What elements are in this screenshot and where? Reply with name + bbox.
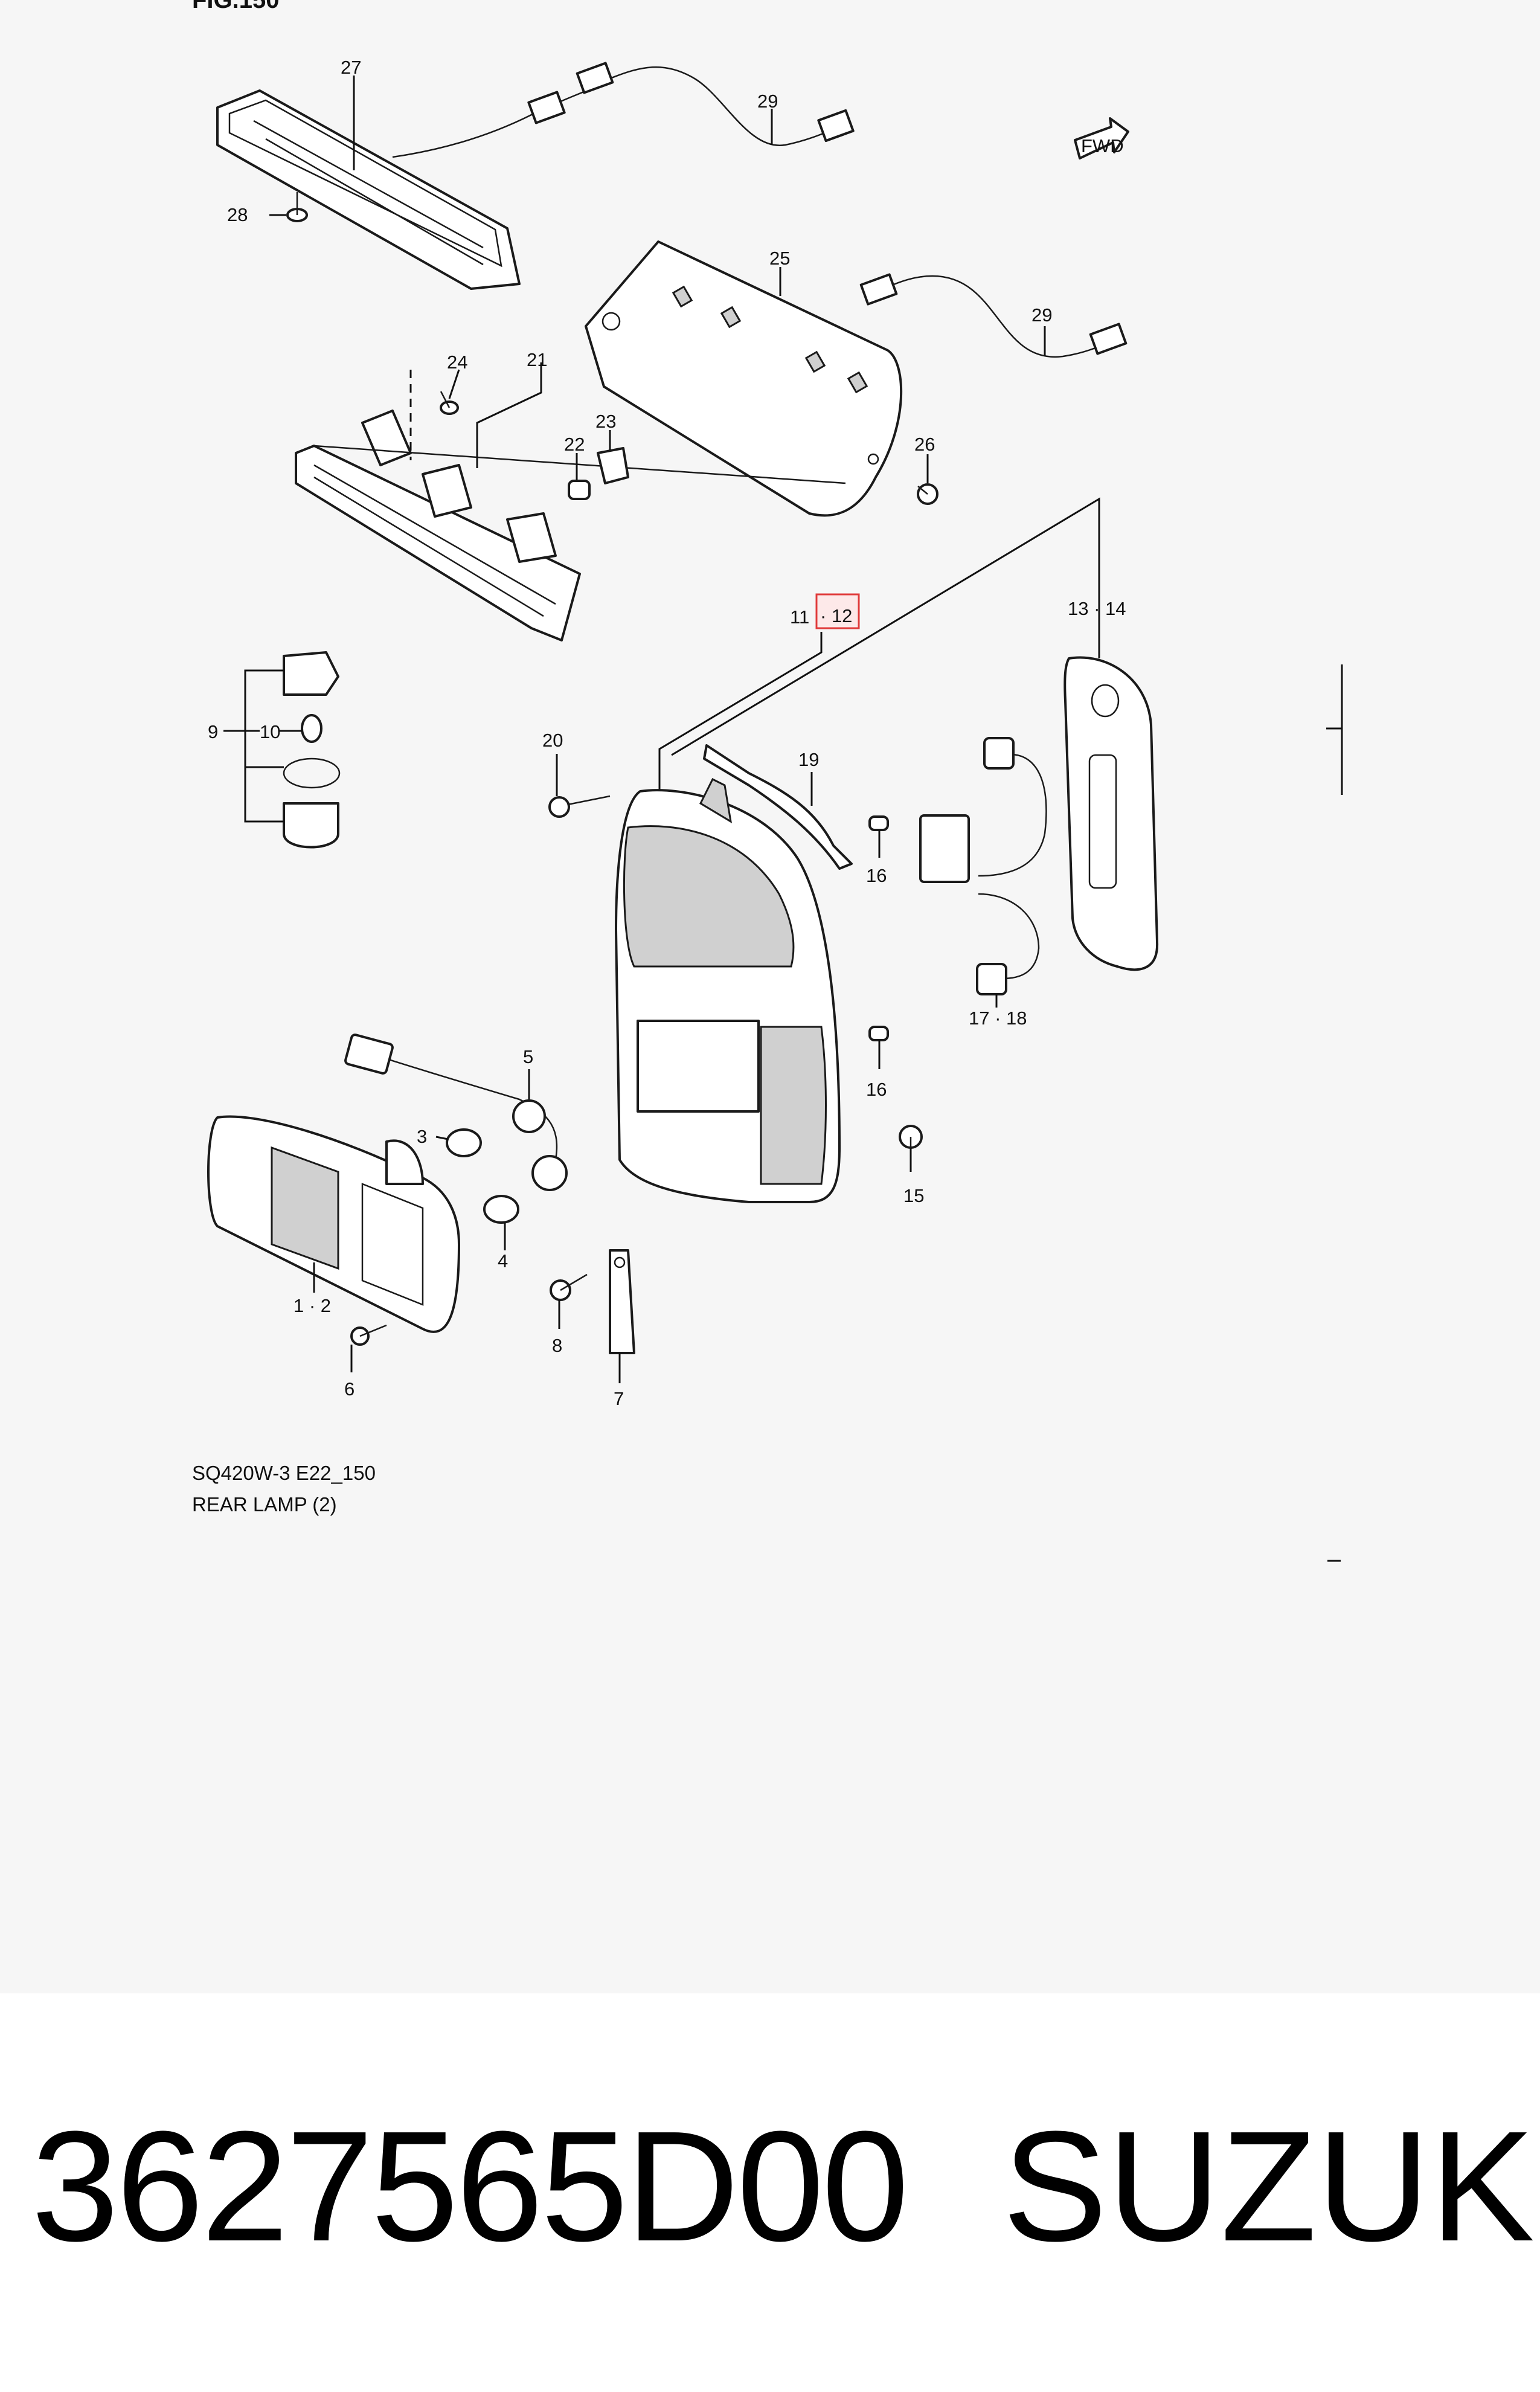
callout-10: 10 [260, 721, 280, 742]
part-9-socket-group [283, 651, 341, 849]
part-5-socket-harness [344, 1034, 568, 1191]
figure-label: FIG.150 [192, 0, 280, 13]
fwd-arrow-badge: FWD [1074, 117, 1129, 159]
callout-21: 21 [527, 349, 547, 370]
callout-1-2: 1 · 2 [294, 1295, 331, 1316]
part-6-screw [350, 1324, 387, 1346]
part-16-bulb-lower [868, 1026, 889, 1041]
callout-6: 6 [344, 1378, 355, 1400]
part-13-14-gasket [1064, 656, 1159, 971]
callout-23: 23 [595, 411, 616, 432]
callout-24: 24 [447, 352, 467, 373]
callout-27: 27 [341, 57, 361, 78]
part-24-screw [440, 391, 459, 415]
callout-8: 8 [552, 1335, 562, 1356]
part-23-clip [597, 447, 629, 484]
highlight-box-12 [815, 593, 860, 629]
part-20-screw [548, 795, 611, 818]
callout-9: 9 [208, 721, 218, 742]
part-28-screw [286, 192, 308, 222]
callout-29-lower: 29 [1031, 304, 1052, 326]
callout-15: 15 [903, 1185, 924, 1206]
leader-21 [476, 362, 542, 468]
callout-28: 28 [227, 204, 248, 225]
callout-5: 5 [523, 1046, 533, 1067]
exploded-diagram: FWD [207, 57, 1343, 1562]
callout-7: 7 [614, 1388, 624, 1409]
leader-11-12 [658, 632, 823, 797]
callout-17-18: 17 · 18 [969, 1008, 1027, 1029]
part-1-2-bumper-lamp [207, 1115, 460, 1333]
callout-16-upper: 16 [866, 865, 887, 886]
part-11-12-rear-lamp [615, 777, 841, 1203]
callout-4: 4 [498, 1250, 508, 1272]
part-7-reflector-strip [609, 1249, 635, 1354]
part-16-bulb-upper [868, 815, 889, 831]
callout-26: 26 [914, 434, 935, 455]
part-29-harness-upper [392, 62, 855, 158]
callout-12: · 12 [820, 605, 852, 626]
callout-19: 19 [798, 749, 819, 770]
callout-20: 20 [542, 730, 563, 751]
part-22-grommet [568, 480, 591, 500]
part-26-nut [917, 483, 938, 505]
part-27-high-mount-lamp [216, 89, 521, 290]
brand-name: SUZUKI [1003, 2099, 1540, 2274]
callout-22: 22 [564, 434, 585, 455]
figure-title: REAR LAMP (2) [192, 1493, 337, 1516]
callout-16-lower: 16 [866, 1079, 887, 1100]
part-8-screw [550, 1273, 588, 1301]
part-25-housing-panel [585, 240, 903, 517]
figure-code: SQ420W-3 E22_150 [192, 1462, 376, 1484]
part-4-bulb [483, 1195, 519, 1224]
part-21-bracket [295, 410, 846, 641]
callout-3: 3 [417, 1126, 427, 1147]
part-17-18-socket-harness [919, 737, 1047, 995]
callout-29-upper: 29 [757, 91, 778, 112]
leader-9-bracket [244, 669, 284, 823]
fwd-badge-text: FWD [1081, 135, 1124, 156]
callout-25: 25 [769, 248, 790, 269]
part-19-seal-strip [703, 744, 853, 870]
part-3-bulb [446, 1128, 482, 1157]
leader-24 [448, 369, 460, 399]
part-number: 3627565D00 [31, 2099, 909, 2274]
part-29-harness-lower [859, 273, 1128, 358]
leader-13-14 [671, 497, 1100, 756]
parts-diagram-sheet: FIG.150 FWD [192, 0, 1343, 1562]
callout-13-14: 13 · 14 [1068, 598, 1126, 619]
callout-11: 11 [790, 606, 809, 628]
leader-3 [435, 1136, 449, 1140]
